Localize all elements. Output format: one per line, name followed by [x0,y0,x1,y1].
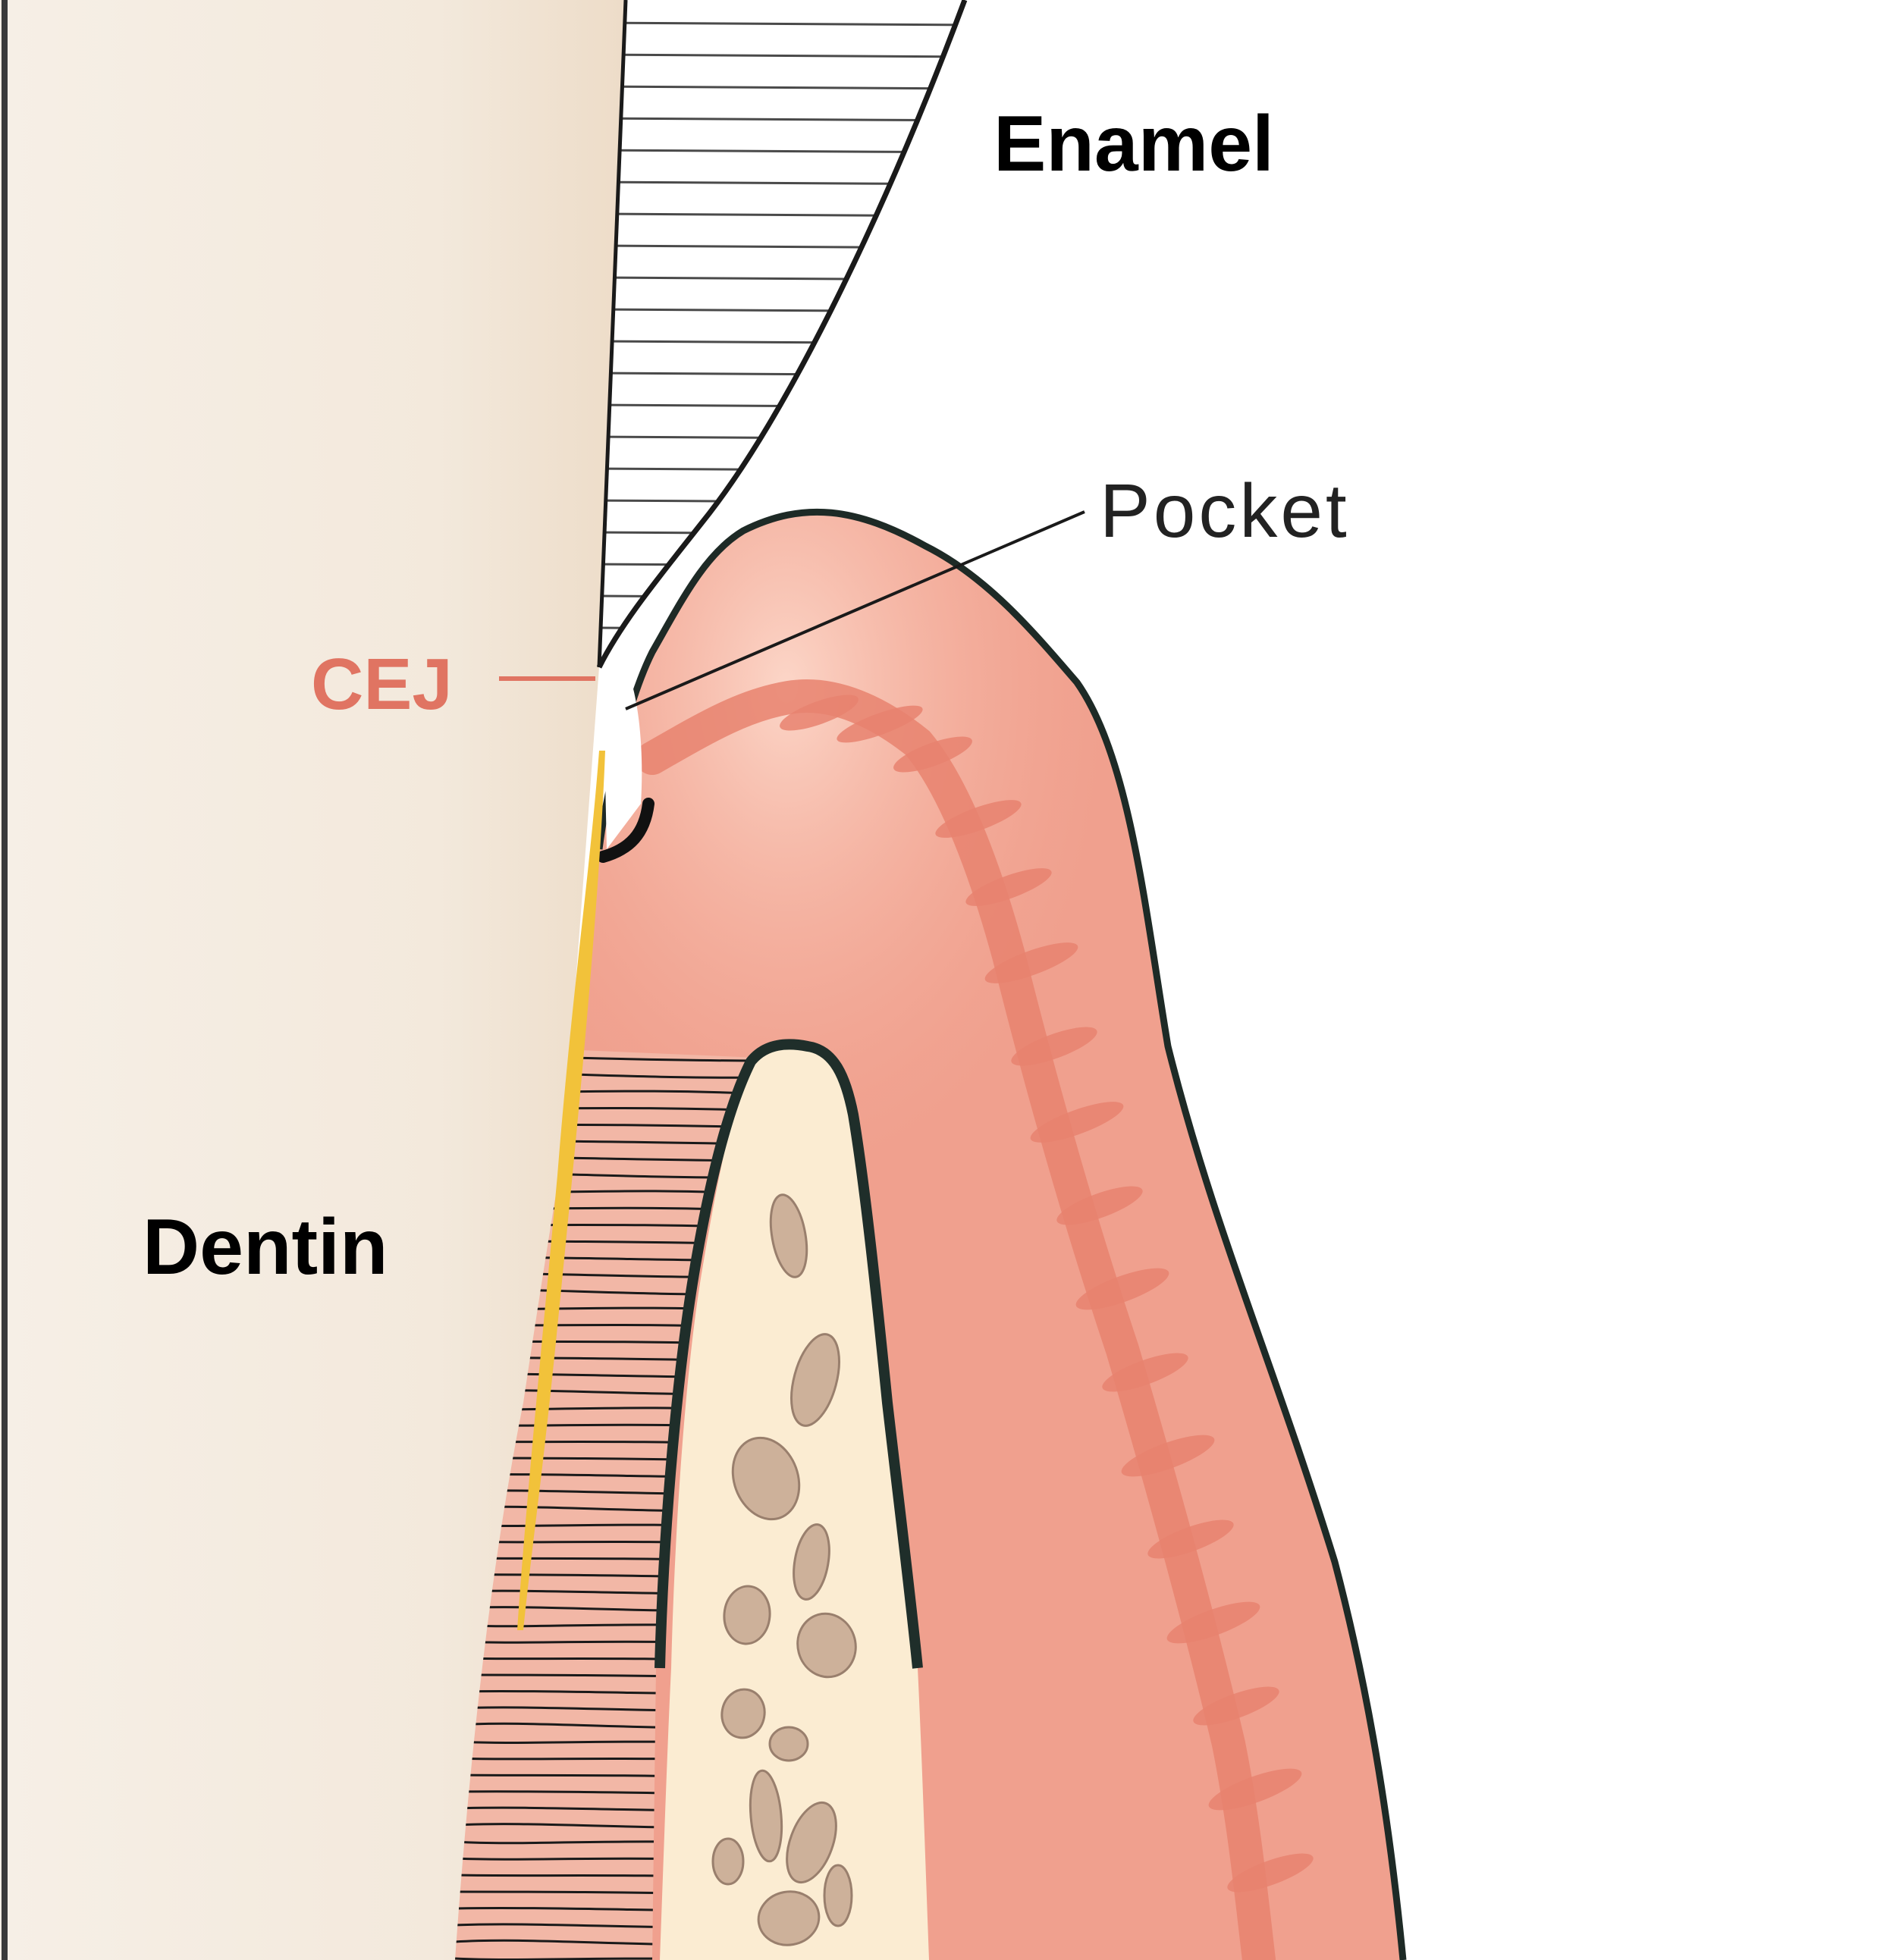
enamel-label: Enamel [994,100,1274,188]
pocket-leader-line [625,510,1085,710]
alveolar-bone [654,1039,929,1960]
cementum-strip [517,751,605,1630]
cej-label: CEJ [311,644,453,725]
dentin-label: Dentin [143,1203,388,1291]
pocket-label: Pocket [1100,469,1350,554]
